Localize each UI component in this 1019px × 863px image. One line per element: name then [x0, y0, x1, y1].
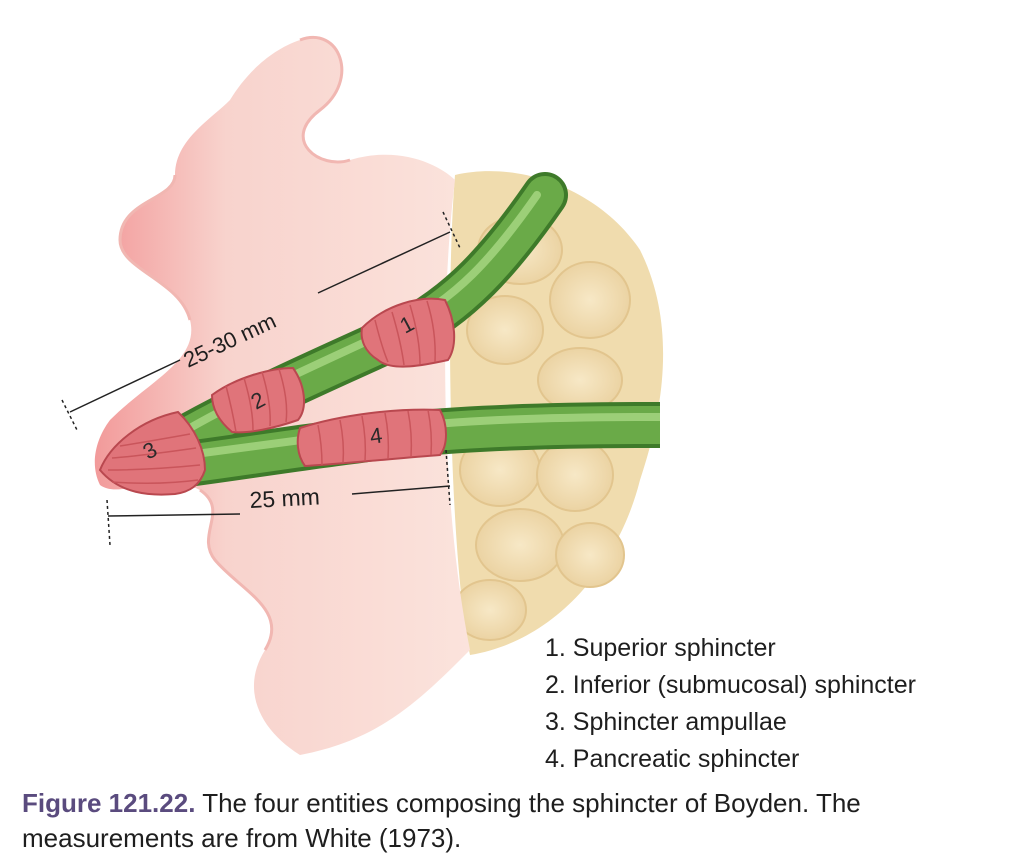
legend-item-3: 3. Sphincter ampullae [545, 708, 787, 736]
sphincter-3 [98, 410, 207, 496]
sphincter-1 [360, 297, 456, 368]
legend-item-1: 1. Superior sphincter [545, 634, 776, 662]
figure-label: Figure 121.22. [22, 788, 196, 818]
measurement-lower: 25 mm [106, 449, 451, 546]
sphincter-2 [210, 366, 305, 434]
legend: 1. Superior sphincter 2. Inferior (submu… [545, 630, 916, 778]
legend-item-4: 4. Pancreatic sphincter [545, 745, 800, 773]
figure-caption: Figure 121.22. The four entities composi… [22, 786, 942, 856]
measurement-lower-label: 25 mm [249, 483, 321, 513]
sphincter-4 [296, 408, 447, 468]
legend-item-2: 2. Inferior (submucosal) sphincter [545, 671, 916, 699]
sphincter-label-4: 4 [368, 422, 384, 448]
caption-text: The four entities composing the sphincte… [22, 788, 861, 853]
